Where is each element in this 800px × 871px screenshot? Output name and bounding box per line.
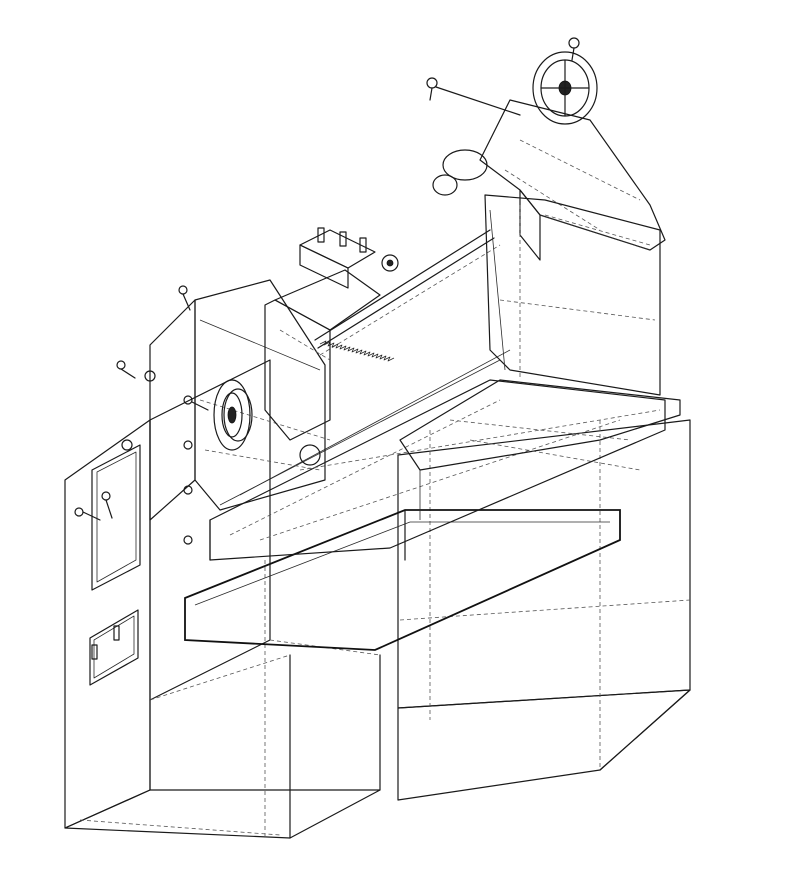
chip-tray	[184, 509, 621, 651]
tailstock-handwheel	[532, 37, 598, 125]
right-pedestal	[397, 419, 691, 801]
leadscrew	[314, 229, 501, 362]
apron-handwheel	[223, 388, 253, 442]
carriage	[264, 269, 381, 466]
tailstock	[432, 99, 666, 261]
left-pedestal	[64, 359, 381, 840]
gearbox-door-panel	[91, 444, 141, 591]
chuck	[213, 379, 251, 451]
tailstock-clamp-lever	[426, 77, 521, 116]
toolpost	[299, 227, 399, 289]
lathe-bed	[209, 349, 666, 561]
lower-access-panel	[89, 609, 139, 686]
base-block	[399, 379, 681, 520]
rear-bed-ways	[484, 194, 661, 396]
control-levers	[74, 285, 209, 660]
headstock	[149, 279, 331, 521]
